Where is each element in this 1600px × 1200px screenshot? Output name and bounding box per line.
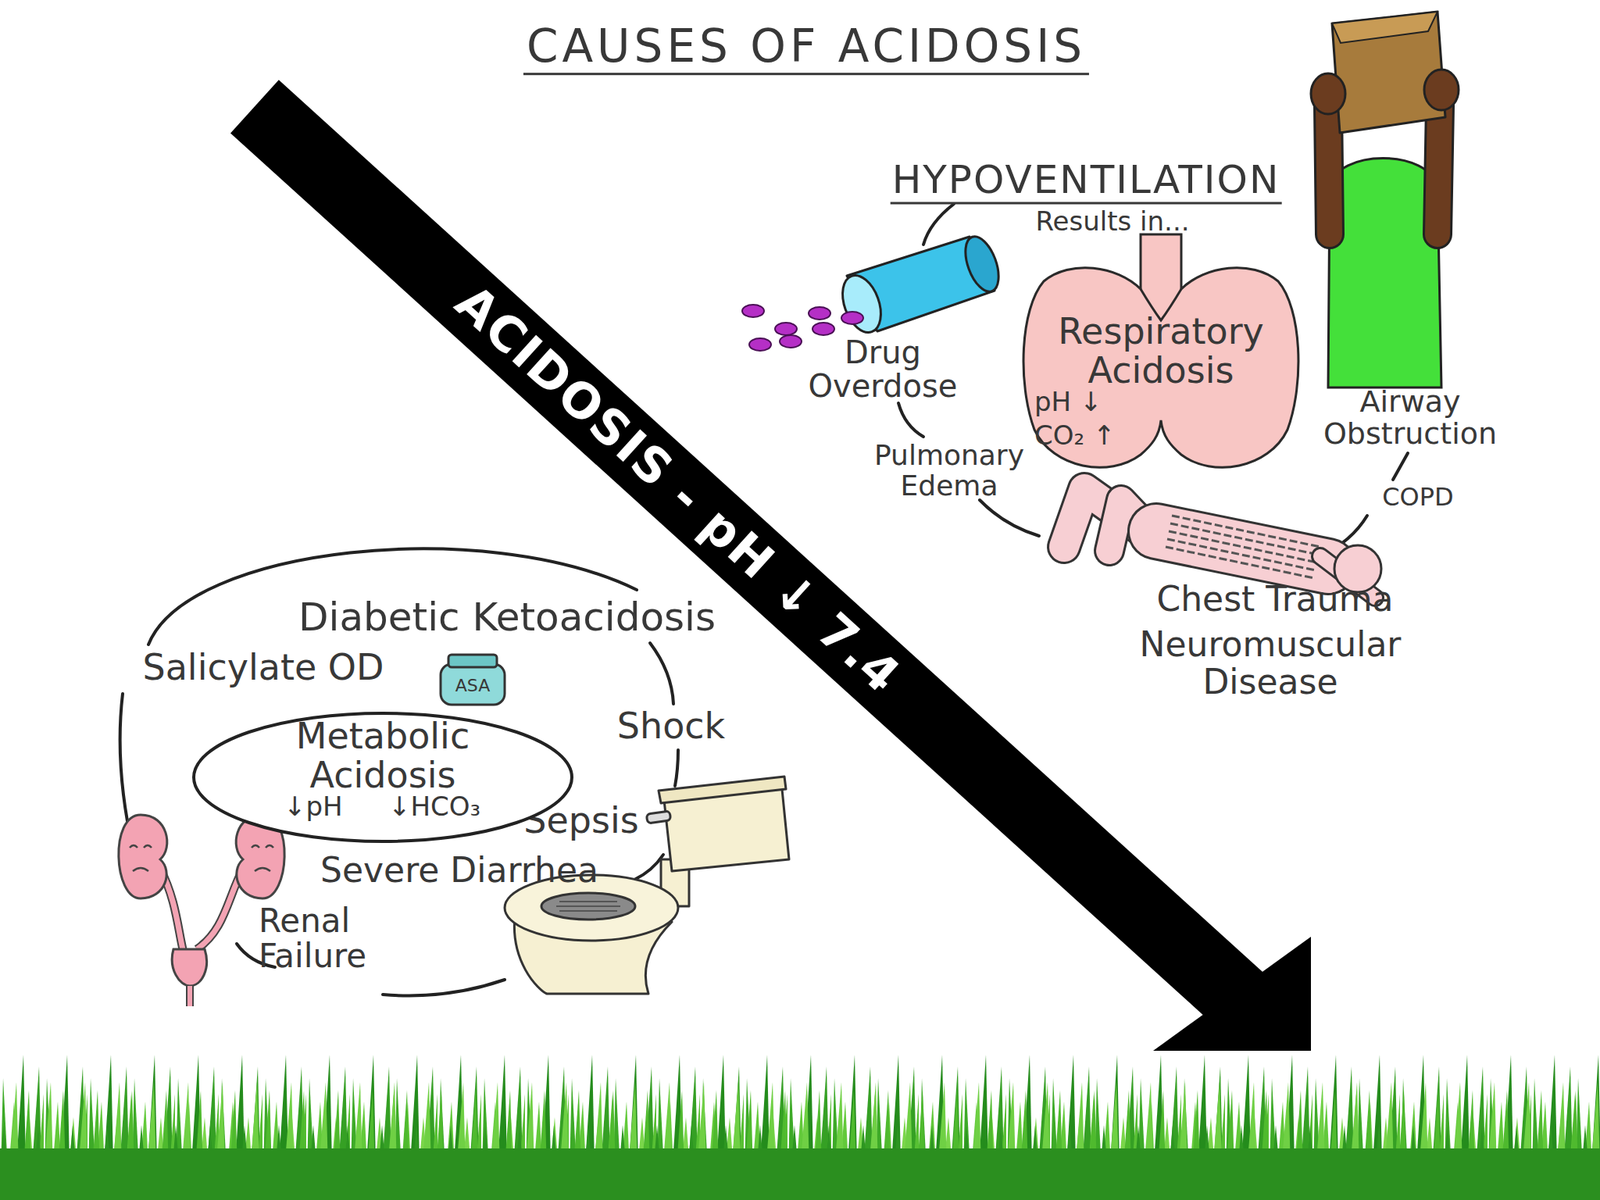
- pill-jar: ASA: [437, 654, 508, 707]
- change-marker: ↓HCO₃: [388, 792, 481, 822]
- lungs-shape: Respiratory AcidosispH ↓ CO₂ ↑: [1015, 234, 1307, 477]
- path-shape: [634, 854, 664, 880]
- cause-label: Shock: [617, 707, 725, 747]
- diagram-title: CAUSES OF ACIDOSIS: [523, 21, 1090, 75]
- path-shape: [658, 776, 786, 804]
- path-shape: [1170, 523, 1319, 555]
- person-with-bag: [1310, 11, 1459, 388]
- ellipse-shape: [958, 232, 1005, 297]
- path-shape: [1171, 515, 1321, 547]
- path-shape: [120, 693, 128, 822]
- cause-label: Results in...: [1035, 207, 1190, 236]
- lungs-outline: [1023, 234, 1299, 468]
- cup-illustration: [835, 232, 1005, 338]
- ellipse-shape: [835, 270, 888, 338]
- ellipse-shape: [779, 335, 802, 348]
- ellipse-shape: [812, 322, 835, 336]
- path-shape: [1167, 539, 1316, 571]
- cause-label: Renal Failure: [258, 903, 415, 975]
- ellipse-shape: [775, 322, 797, 336]
- node-title: Respiratory Acidosis: [1032, 312, 1290, 390]
- path-shape: [196, 868, 243, 950]
- rect-shape: [0, 1046, 1600, 1200]
- ellipse-shape: [742, 304, 765, 318]
- ellipse-shape: [808, 307, 831, 320]
- section-heading: HYPOVENTILATION: [890, 158, 1283, 205]
- path-shape: [650, 642, 674, 704]
- path-shape: [898, 403, 924, 437]
- cause-label: Airway Obstruction: [1304, 385, 1516, 450]
- node-title: Metabolic Acidosis: [265, 717, 500, 795]
- g-shape: [1165, 515, 1321, 579]
- path-shape: [1168, 531, 1318, 563]
- cause-label: COPD: [1382, 483, 1454, 511]
- cause-label: Chest Trauma: [1156, 580, 1393, 618]
- rect-shape: [646, 810, 671, 824]
- arrow-text: ACIDOSIS - pH ↓ 7.4: [445, 275, 910, 704]
- path-shape: [1392, 453, 1408, 480]
- process-ellipse: Metabolic Acidosis↓pH ↓HCO₃: [191, 710, 575, 844]
- path-shape: [196, 868, 243, 950]
- path-shape: [171, 949, 207, 986]
- jar-lid: [448, 654, 497, 668]
- path-shape: [979, 500, 1040, 536]
- path-shape: [1165, 546, 1315, 579]
- change-marker: ↓pH: [283, 792, 343, 822]
- jar-label: ASA: [437, 676, 508, 696]
- path-shape: [1328, 105, 1330, 235]
- path-shape: [187, 985, 193, 1007]
- grass-strip: [0, 1046, 1600, 1200]
- ring-arcs: [120, 203, 1408, 996]
- path-shape: [556, 901, 621, 911]
- path-shape: [923, 203, 954, 245]
- path-shape: [118, 814, 168, 899]
- ellipse-shape: [749, 338, 772, 351]
- change-marker: pH ↓: [1034, 387, 1102, 417]
- rect-shape: [0, 1046, 1600, 1200]
- path-shape: [1156, 531, 1329, 567]
- path-shape: [382, 979, 505, 996]
- ellipse-shape: [1424, 69, 1459, 111]
- change-marker: CO₂ ↑: [1034, 421, 1115, 450]
- polygon-shape: [1332, 11, 1446, 133]
- path-shape: [675, 750, 679, 786]
- cause-label: Drug Overdose: [792, 335, 973, 404]
- cause-label: Severe Diarrhea: [320, 851, 599, 890]
- cause-label: Neuromuscular Disease: [1121, 625, 1419, 700]
- rect-shape: [0, 1148, 1600, 1200]
- path-shape: [1328, 105, 1330, 235]
- polygon-shape: [1332, 11, 1438, 43]
- path-shape: [185, 985, 194, 1007]
- ellipse-outline: [193, 713, 572, 842]
- path-shape: [1437, 105, 1440, 235]
- ellipse-shape: [1310, 73, 1346, 115]
- path-shape: [1156, 531, 1329, 567]
- path-shape: [1437, 105, 1440, 235]
- cause-label: Salicylate OD: [142, 648, 384, 688]
- cause-label: Diabetic Ketoacidosis: [298, 596, 716, 639]
- ellipse-shape: [541, 892, 636, 920]
- cause-label: Pulmonary Edema: [863, 440, 1036, 502]
- path-shape: [129, 845, 274, 872]
- ellipse-shape: [841, 311, 864, 325]
